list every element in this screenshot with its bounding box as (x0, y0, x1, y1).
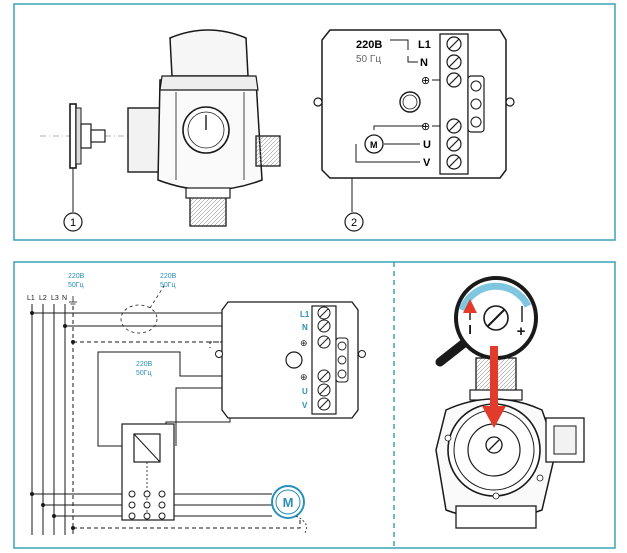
bus-label-l3: L3 (51, 295, 59, 302)
magnifier-icon (435, 276, 538, 367)
terminal-label-l1: L1 (418, 39, 431, 51)
motor-label: M (283, 495, 294, 510)
bus-label-l1: L1 (27, 295, 35, 302)
motor-icon (271, 485, 308, 535)
supply-voltage-label: 220В (68, 273, 85, 280)
power-bus (31, 304, 74, 535)
wiring-terminal-label-v: V (302, 401, 308, 410)
callout-frequency-label: 50Гц (160, 282, 176, 289)
terminal-label-u: U (423, 139, 431, 151)
control-voltage-label: 220В (136, 361, 153, 368)
control-frequency-label: 50Гц (136, 370, 152, 377)
pressure-switch-device-icon (127, 29, 281, 227)
wiring-terminal-label-n: N (302, 323, 308, 332)
box-voltage-label: 220В (356, 39, 382, 51)
bus-label-n: N (62, 295, 67, 302)
top-terminal-block (439, 33, 485, 175)
callout-voltage-label: 220В (160, 273, 177, 280)
motor-icon (364, 134, 384, 154)
callout-1: 1 (70, 217, 76, 229)
box-frequency-label: 50 Гц (356, 54, 381, 65)
ground-icon: ⊕ (300, 338, 308, 348)
ground-icon: ⊕ (421, 121, 430, 133)
bus-label-l2: L2 (39, 295, 47, 302)
wire-pe-box (209, 341, 310, 348)
top-panel-frame (13, 3, 616, 241)
adjustment-arrow-icon (482, 346, 506, 428)
terminal-screw (446, 36, 462, 170)
wire-motor-pe (73, 520, 301, 529)
callout-2: 2 (351, 217, 357, 229)
ground-icon: ⊕ (421, 75, 430, 87)
wiring-terminal-label-u: U (302, 387, 308, 396)
wiring-terminal-label-l1: L1 (300, 310, 310, 319)
adjustment-panel: I + (435, 276, 585, 529)
motor-label: M (370, 140, 378, 150)
cover-part-icon (40, 103, 140, 232)
terminal-label-v: V (423, 157, 431, 169)
increase-label: + (517, 323, 526, 340)
terminal-box (313, 29, 515, 232)
wiring-terminal-box (215, 301, 366, 419)
contactor (121, 423, 175, 521)
ground-icon: ⊕ (300, 372, 308, 382)
supply-highlight (120, 304, 158, 334)
terminal-label-n: N (420, 57, 428, 69)
decrease-label: I (468, 322, 472, 337)
top-panel: 1 (13, 3, 616, 241)
ground-icon (69, 296, 77, 305)
supply-frequency-label: 50Гц (68, 282, 84, 289)
